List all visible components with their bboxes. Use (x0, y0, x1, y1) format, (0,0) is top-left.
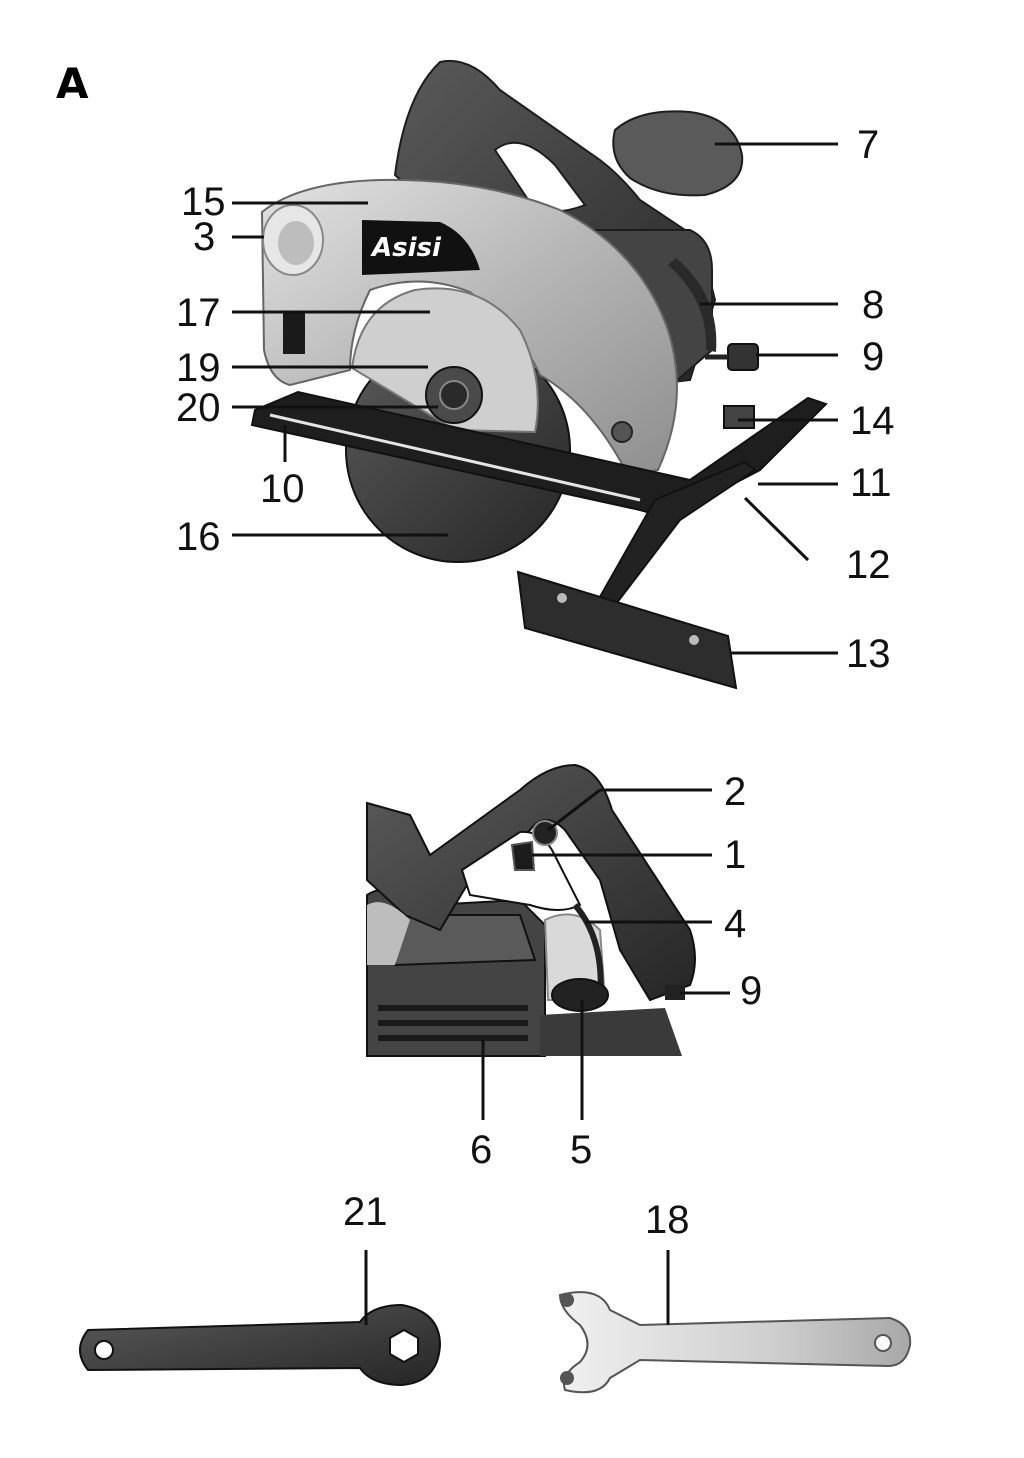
callout-5: 5 (570, 1128, 592, 1172)
brand-text: Asisi (370, 233, 442, 263)
figure-letter: A (56, 59, 89, 108)
trigger-switch (510, 840, 536, 871)
callout-12: 12 (846, 543, 891, 587)
depth-lock-knob (551, 978, 609, 1012)
callout-2: 2 (724, 770, 746, 814)
hex-wrench (79, 1303, 442, 1387)
top-callout-labels: 7 15 3 8 17 9 19 20 14 11 10 16 12 13 (176, 123, 895, 676)
callout-9-detail: 9 (740, 969, 762, 1013)
rip-fence (516, 570, 738, 690)
callout-17: 17 (176, 291, 221, 335)
callout-13: 13 (846, 632, 891, 676)
callout-18: 18 (645, 1198, 690, 1242)
brand-badge (362, 220, 480, 275)
callout-1: 1 (724, 833, 746, 877)
callout-4: 4 (724, 902, 746, 946)
detail-leader-lines (481, 788, 730, 1120)
callout-6: 6 (470, 1128, 492, 1172)
callout-21: 21 (343, 1190, 388, 1234)
callout-11: 11 (850, 461, 892, 505)
blade-bolt (439, 380, 469, 410)
callout-19: 19 (176, 346, 221, 390)
callout-14: 14 (850, 399, 895, 443)
callout-16: 16 (176, 515, 221, 559)
lower-guard (350, 287, 539, 434)
callout-10: 10 (260, 467, 305, 511)
callout-20: 20 (176, 386, 221, 430)
saw-illustration-detail (366, 763, 696, 1057)
pin-spanner (558, 1291, 912, 1394)
top-leader-lines (232, 142, 838, 655)
callout-7: 7 (857, 123, 879, 167)
bevel-lock-knob (727, 343, 759, 371)
callout-8: 8 (862, 283, 884, 327)
base-plate (250, 390, 828, 520)
detail-callout-labels: 2 1 4 9 6 5 (470, 770, 762, 1172)
front-knob (612, 110, 744, 197)
callout-3: 3 (193, 215, 215, 259)
saw-illustration-top: Asisi (250, 59, 828, 690)
callout-9-top: 9 (862, 335, 884, 379)
callout-15: 15 (181, 180, 226, 224)
